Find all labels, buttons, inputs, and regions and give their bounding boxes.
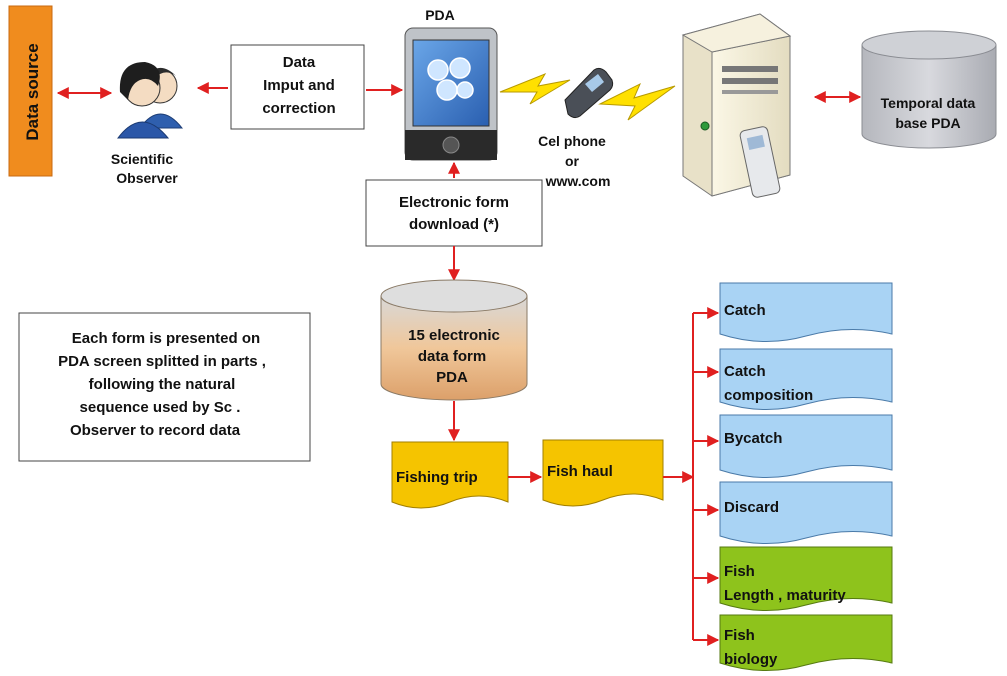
fish-haul-label: Fish haul bbox=[547, 463, 613, 480]
note-line4: sequence used by Sc . bbox=[80, 399, 241, 416]
server-tower-icon bbox=[681, 13, 792, 198]
note-line2: PDA screen splitted in parts , bbox=[58, 353, 266, 370]
forms-database-cylinder: 15 electronic data form PDA bbox=[380, 279, 528, 401]
note-line1: Each form is presented on bbox=[72, 330, 260, 347]
form-doc-bycatch: Bycatch bbox=[719, 414, 893, 478]
wireless-bolt-right-icon bbox=[598, 82, 676, 121]
form-catch-comp-line1: Catch bbox=[724, 363, 766, 380]
fishing-trip-label: Fishing trip bbox=[396, 469, 478, 486]
fish-haul-doc: Fish haul bbox=[542, 439, 664, 507]
form-catch-comp-line2: composition bbox=[724, 387, 813, 404]
form-doc-fish-biology: Fish biology bbox=[719, 614, 893, 671]
fishing-trip-doc: Fishing trip bbox=[391, 441, 509, 509]
data-input-line2: Imput and bbox=[263, 77, 335, 94]
form-doc-fish-length: Fish Length , maturity bbox=[719, 546, 893, 611]
data-input-box: Data Imput and correction bbox=[230, 44, 365, 130]
data-source-box: Data source bbox=[8, 5, 53, 177]
form-biology-line1: Fish bbox=[724, 627, 755, 644]
temporal-database-cylinder: Temporal data base PDA bbox=[861, 30, 997, 149]
download-box: Electronic form download (*) bbox=[365, 179, 543, 247]
data-input-line1: Data bbox=[283, 54, 316, 71]
forms-db-line2: data form bbox=[418, 348, 486, 365]
form-doc-discard: Discard bbox=[719, 481, 893, 544]
temporal-db-line1: Temporal data bbox=[881, 95, 976, 111]
data-source-label: Data source bbox=[23, 43, 42, 140]
observer-people-icon bbox=[116, 62, 184, 139]
download-line2: download (*) bbox=[409, 216, 499, 233]
form-bycatch-line1: Bycatch bbox=[724, 430, 782, 447]
wireless-bolt-left-icon bbox=[499, 72, 571, 105]
observer-label-line1: Scientific bbox=[111, 151, 173, 167]
pda-label: PDA bbox=[425, 7, 455, 23]
phone-label-line2: or bbox=[565, 153, 580, 169]
branch-arrows bbox=[693, 307, 720, 646]
download-line1: Electronic form bbox=[399, 194, 509, 211]
form-biology-line2: biology bbox=[724, 651, 778, 668]
form-catch-line1: Catch bbox=[724, 302, 766, 319]
cell-phone-icon bbox=[564, 67, 614, 119]
form-doc-catch: Catch bbox=[719, 282, 893, 342]
phone-label-line3: www.com bbox=[545, 173, 611, 189]
note-line3: following the natural bbox=[89, 376, 236, 393]
phone-label-line1: Cel phone bbox=[538, 133, 606, 149]
observer-label-line2: Observer bbox=[116, 170, 178, 186]
note-line5: Observer to record data bbox=[70, 422, 241, 439]
note-box: Each form is presented on PDA screen spl… bbox=[18, 312, 311, 462]
pda-device-icon bbox=[404, 27, 498, 161]
form-length-line2: Length , maturity bbox=[724, 587, 846, 604]
data-input-line3: correction bbox=[262, 100, 335, 117]
temporal-db-line2: base PDA bbox=[895, 115, 960, 131]
form-discard-line1: Discard bbox=[724, 499, 779, 516]
form-length-line1: Fish bbox=[724, 563, 755, 580]
forms-db-line1: 15 electronic bbox=[408, 327, 500, 344]
form-doc-catch-composition: Catch composition bbox=[719, 348, 893, 410]
forms-db-line3: PDA bbox=[436, 369, 468, 386]
